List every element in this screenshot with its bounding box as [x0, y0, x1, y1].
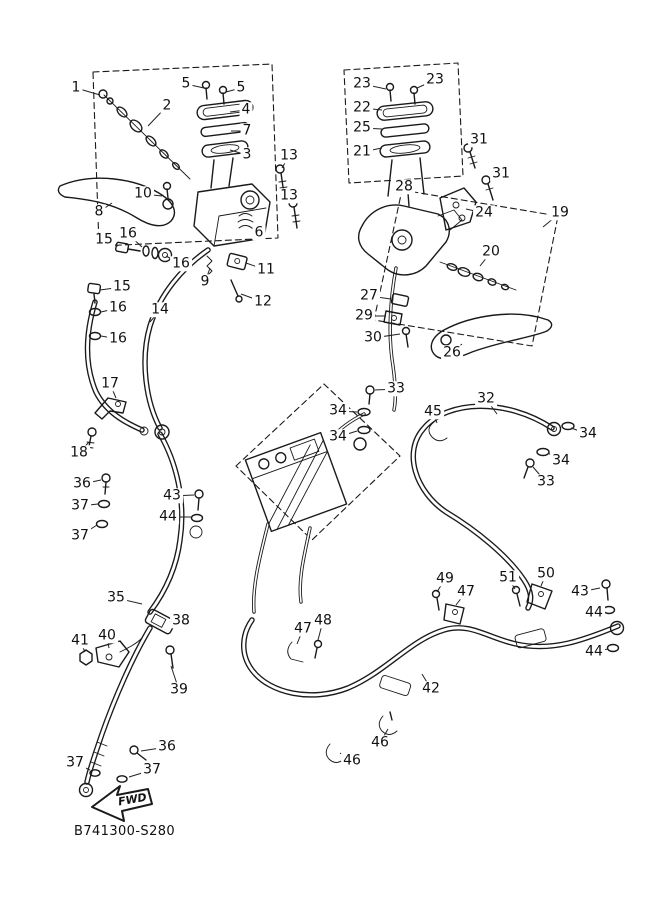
callout-29: 29	[353, 307, 375, 324]
callout-22: 22	[351, 99, 373, 116]
lower-right-hose-parts	[287, 579, 625, 763]
callout-16: 16	[107, 299, 129, 316]
callout-14: 14	[149, 301, 171, 318]
callout-1: 1	[69, 79, 83, 96]
callout-47: 47	[292, 620, 314, 637]
callout-12: 12	[252, 293, 274, 310]
callout-16: 16	[107, 330, 129, 347]
callout-9: 9	[198, 273, 212, 290]
callout-43: 43	[161, 487, 183, 504]
callout-15: 15	[93, 231, 115, 248]
callout-38: 38	[170, 612, 192, 629]
callout-46: 46	[341, 752, 363, 769]
callout-4: 4	[239, 101, 253, 118]
dashed-group-boxes	[92, 62, 559, 541]
callout-16: 16	[170, 255, 192, 272]
callout-31: 31	[468, 131, 490, 148]
callout-19: 19	[549, 204, 571, 221]
callout-44: 44	[583, 604, 605, 621]
callout-42: 42	[420, 680, 442, 697]
callout-5: 5	[179, 75, 193, 92]
callout-44: 44	[157, 508, 179, 525]
diagram-code: B741300-S280	[74, 824, 176, 839]
front-brake-hose-fittings	[353, 385, 575, 479]
callout-34: 34	[550, 452, 572, 469]
callout-8: 8	[92, 203, 106, 220]
callout-34: 34	[577, 425, 599, 442]
callout-33: 33	[385, 380, 407, 397]
callout-13: 13	[278, 187, 300, 204]
callout-46: 46	[369, 734, 391, 751]
callout-43: 43	[569, 583, 591, 600]
callout-40: 40	[96, 627, 118, 644]
callout-23: 23	[424, 71, 446, 88]
left-master-cylinder-assembly	[57, 80, 301, 453]
callout-34: 34	[327, 428, 349, 445]
callout-28: 28	[393, 178, 415, 195]
abs-modulator-unit	[244, 431, 348, 533]
callout-30: 30	[362, 329, 384, 346]
callout-49: 49	[434, 570, 456, 587]
callout-36: 36	[156, 738, 178, 755]
callout-37: 37	[141, 761, 163, 778]
callout-39: 39	[168, 681, 190, 698]
callout-10: 10	[132, 185, 154, 202]
callout-41: 41	[69, 632, 91, 649]
callout-51: 51	[497, 569, 519, 586]
callout-6: 6	[252, 224, 266, 241]
callout-37: 37	[64, 754, 86, 771]
callout-18: 18	[68, 444, 90, 461]
callout-27: 27	[358, 287, 380, 304]
callout-20: 20	[480, 243, 502, 260]
callout-50: 50	[535, 565, 557, 582]
callout-35: 35	[105, 589, 127, 606]
callout-44: 44	[583, 643, 605, 660]
callout-17: 17	[99, 375, 121, 392]
callout-3: 3	[240, 146, 254, 163]
fwd-label: FWD	[117, 791, 148, 809]
callout-11: 11	[255, 261, 277, 278]
fwd-arrow: FWD	[91, 785, 153, 822]
callout-21: 21	[351, 143, 373, 160]
callout-33: 33	[535, 473, 557, 490]
callout-2: 2	[160, 97, 174, 114]
callout-32: 32	[475, 390, 497, 407]
callout-7: 7	[240, 122, 254, 139]
callout-47: 47	[455, 583, 477, 600]
callout-15: 15	[111, 278, 133, 295]
callout-13: 13	[278, 147, 300, 164]
callout-25: 25	[351, 119, 373, 136]
callout-31: 31	[490, 165, 512, 182]
callout-37: 37	[69, 527, 91, 544]
callout-36: 36	[71, 475, 93, 492]
callout-34: 34	[327, 402, 349, 419]
callout-24: 24	[473, 204, 495, 221]
callout-37: 37	[69, 497, 91, 514]
callout-23: 23	[351, 75, 373, 92]
callout-5: 5	[234, 79, 248, 96]
callout-48: 48	[312, 612, 334, 629]
callout-26: 26	[441, 344, 463, 361]
callout-45: 45	[422, 403, 444, 420]
callout-16: 16	[117, 225, 139, 242]
